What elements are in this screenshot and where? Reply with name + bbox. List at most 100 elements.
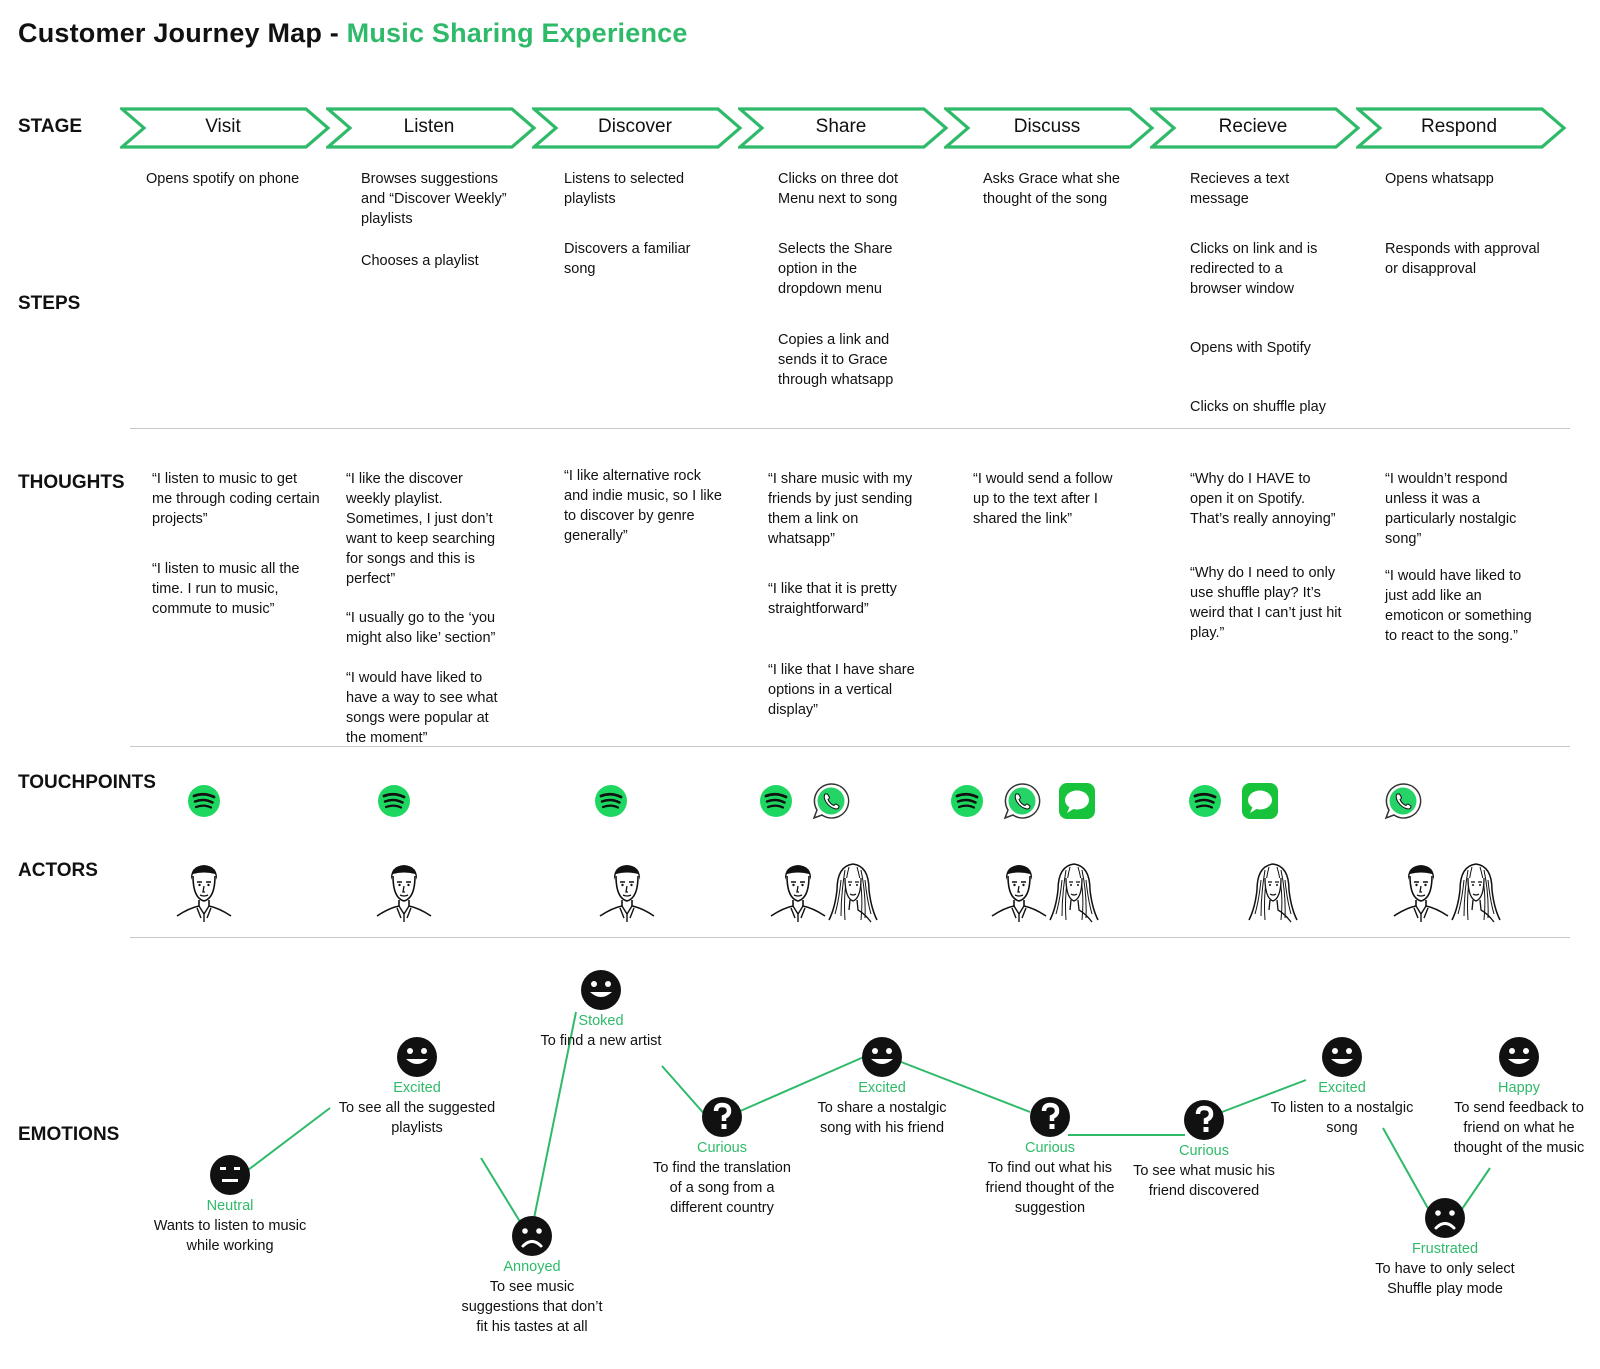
touchpoint-spotify-icon-3-0 bbox=[757, 782, 795, 820]
thought-2-0: “I like alternative rock and indie music… bbox=[564, 468, 722, 544]
stage-1: Listen bbox=[326, 107, 537, 149]
emotion-name: Happy bbox=[1498, 1080, 1540, 1096]
actor-woman-avatar-3-1 bbox=[823, 860, 885, 926]
face-question-icon bbox=[1030, 1097, 1070, 1137]
whatsapp-icon bbox=[1003, 783, 1041, 820]
emotion-connector-7 bbox=[1221, 1079, 1307, 1113]
divider-actors bbox=[130, 937, 1570, 938]
stage-2: Discover bbox=[532, 107, 743, 149]
spotify-icon bbox=[595, 785, 627, 817]
emotion-connector-3 bbox=[661, 1065, 708, 1118]
step-5-2: Opens with Spotify bbox=[1190, 340, 1311, 356]
touchpoint-spotify-icon-4-0 bbox=[948, 782, 986, 820]
emotion-name: Annoyed bbox=[503, 1259, 561, 1275]
step-1-0: Browses suggestions and “Discover Weekly… bbox=[361, 171, 507, 227]
step-6-0: Opens whatsapp bbox=[1385, 171, 1494, 187]
emotion-description: To see music suggestions that don’t fit … bbox=[461, 1279, 603, 1335]
actor-woman-avatar-5-0 bbox=[1243, 860, 1305, 926]
touchpoint-imessage-icon-4-2 bbox=[1058, 782, 1096, 820]
emotion-connector-5 bbox=[895, 1059, 1031, 1113]
emotion-name: Stoked bbox=[578, 1013, 624, 1029]
emotion-description: To send feedback to friend on what he th… bbox=[1453, 1100, 1585, 1156]
thought-1-0: “I like the discover weekly playlist. So… bbox=[346, 471, 496, 587]
touchpoint-spotify-icon-1-0 bbox=[375, 782, 413, 820]
face-happy-icon bbox=[1499, 1037, 1539, 1077]
stage-label-6: Respond bbox=[1420, 116, 1498, 137]
row-label-stage: STAGE bbox=[18, 116, 83, 137]
actor-man-avatar-3-0 bbox=[767, 860, 829, 926]
step-5-0: Recieves a text message bbox=[1190, 171, 1290, 207]
stage-label-0: Visit bbox=[205, 116, 241, 137]
thought-6-0: “I wouldn’t respond unless it was a part… bbox=[1385, 471, 1517, 547]
step-2-1: Discovers a familiar song bbox=[564, 241, 691, 277]
thought-6-1: “I would have liked to just add like an … bbox=[1385, 568, 1532, 644]
emotion-description: Wants to listen to music while working bbox=[153, 1218, 307, 1254]
face-question-icon bbox=[702, 1097, 742, 1137]
step-6-1: Responds with approval or disapproval bbox=[1385, 241, 1540, 277]
man-avatar bbox=[376, 865, 432, 922]
spotify-icon bbox=[760, 785, 792, 817]
touchpoint-whatsapp-icon-6-0 bbox=[1384, 782, 1422, 820]
face-sad-icon bbox=[1425, 1198, 1465, 1238]
emotion-description: To see all the suggested playlists bbox=[338, 1100, 496, 1136]
emotion-name: Excited bbox=[393, 1080, 441, 1096]
row-label-touchpoints: TOUCHPOINTS bbox=[18, 772, 156, 793]
thought-5-1: “Why do I need to only use shuffle play?… bbox=[1190, 565, 1342, 641]
emotion-description: To find a new artist bbox=[540, 1033, 662, 1049]
emotion-description: To have to only select Shuffle play mode bbox=[1375, 1261, 1515, 1297]
face-happy-icon bbox=[1322, 1037, 1362, 1077]
step-5-1: Clicks on link and is redirected to a br… bbox=[1190, 241, 1318, 297]
thought-1-1: “I usually go to the ‘you might also lik… bbox=[346, 610, 496, 646]
emotion-name: Frustrated bbox=[1411, 1241, 1479, 1257]
emotion-10: Happy To send feedback to friend on what … bbox=[1434, 1036, 1600, 1158]
row-label-emotions: EMOTIONS bbox=[18, 1124, 120, 1145]
man-avatar bbox=[770, 865, 826, 922]
step-3-2: Copies a link and sends it to Grace thro… bbox=[778, 332, 894, 388]
row-label-steps: STEPS bbox=[18, 293, 81, 314]
imessage-icon bbox=[1059, 783, 1095, 819]
stage-6: Respond bbox=[1356, 107, 1567, 149]
touchpoint-spotify-icon-0-0 bbox=[185, 782, 223, 820]
face-happy-icon bbox=[862, 1037, 902, 1077]
face-question-icon bbox=[1184, 1100, 1224, 1140]
title-accent: Music Sharing Experience bbox=[346, 18, 688, 48]
thought-0-0: “I listen to music to get me through cod… bbox=[152, 471, 320, 527]
thought-5-0: “Why do I HAVE to open it on Spotify. Th… bbox=[1190, 471, 1336, 527]
step-3-0: Clicks on three dot Menu next to song bbox=[778, 171, 899, 207]
emotion-6: Curious To find out what his friend thoug… bbox=[965, 1096, 1135, 1218]
stage-label-5: Recieve bbox=[1218, 116, 1288, 137]
stage-5: Recieve bbox=[1150, 107, 1361, 149]
woman-avatar bbox=[1451, 863, 1501, 923]
actor-woman-avatar-6-1 bbox=[1446, 860, 1508, 926]
thought-3-1: “I like that it is pretty straightforwar… bbox=[768, 581, 897, 617]
emotion-9: Frustrated To have to only select Shuffle… bbox=[1360, 1197, 1530, 1299]
emotion-name: Curious bbox=[1025, 1140, 1075, 1156]
emotion-name: Excited bbox=[1318, 1080, 1366, 1096]
divider-steps bbox=[130, 428, 1570, 429]
touchpoint-whatsapp-icon-3-1 bbox=[812, 782, 850, 820]
touchpoint-spotify-icon-5-0 bbox=[1186, 782, 1224, 820]
stage-3: Share bbox=[738, 107, 949, 149]
spotify-icon bbox=[1189, 785, 1221, 817]
emotion-description: To share a nostalgic song with his frien… bbox=[817, 1100, 947, 1136]
emotion-2: Annoyed To see music suggestions that don… bbox=[447, 1215, 617, 1337]
imessage-icon bbox=[1242, 783, 1278, 819]
man-avatar bbox=[176, 865, 232, 922]
stage-chevron-3 bbox=[738, 107, 949, 149]
stage-label-3: Share bbox=[815, 116, 867, 137]
emotion-description: To see what music his friend discovered bbox=[1133, 1163, 1275, 1199]
spotify-icon bbox=[378, 785, 410, 817]
emotion-description: To find the translation of a song from a… bbox=[653, 1160, 791, 1216]
stage-label-4: Discuss bbox=[1013, 116, 1081, 137]
emotion-connector-2 bbox=[529, 1011, 577, 1239]
emotion-1: Excited To see all the suggested playlist… bbox=[332, 1036, 502, 1138]
actor-man-avatar-1-0 bbox=[373, 860, 435, 926]
step-1-1: Chooses a playlist bbox=[361, 253, 479, 269]
row-label-actors: ACTORS bbox=[18, 860, 98, 881]
woman-avatar bbox=[828, 863, 878, 923]
emotion-description: To find out what his friend thought of t… bbox=[985, 1160, 1115, 1216]
thought-3-0: “I share music with my friends by just s… bbox=[768, 471, 913, 547]
stage-chevron-0 bbox=[120, 107, 331, 149]
